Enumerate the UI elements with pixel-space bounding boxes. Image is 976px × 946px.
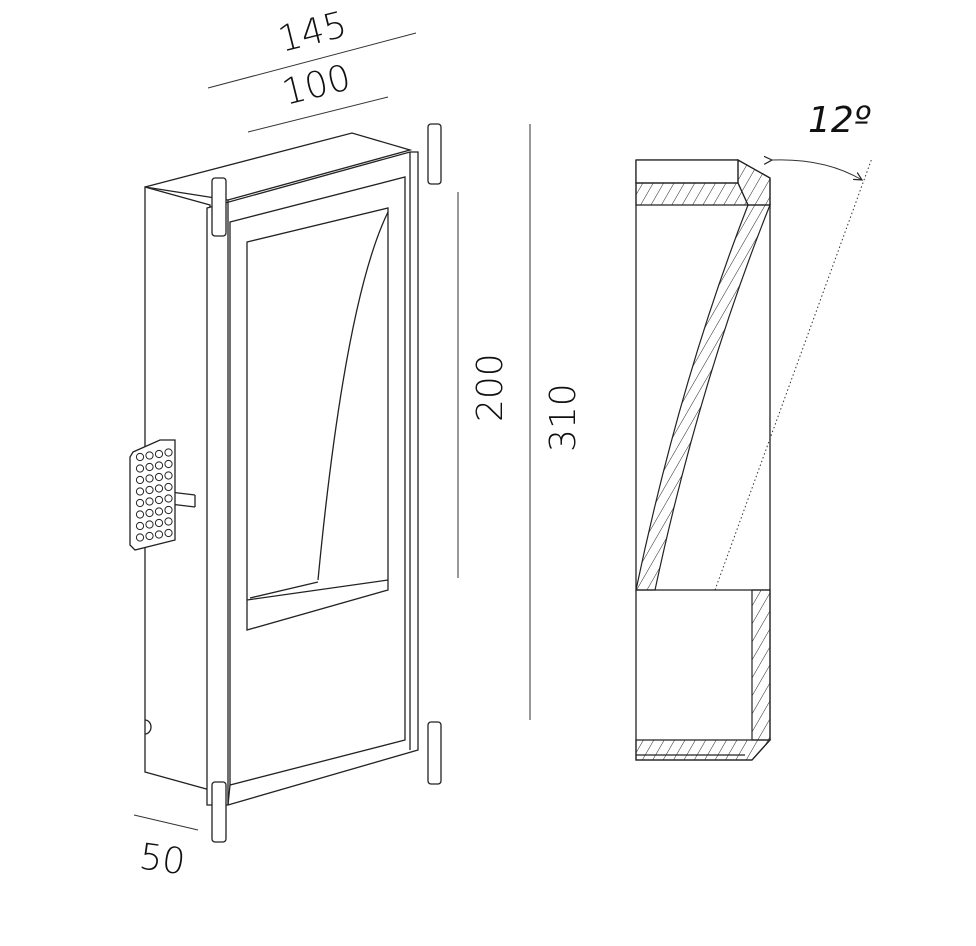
terminal-hole <box>154 530 164 539</box>
section-view <box>635 157 873 761</box>
terminal-hole <box>145 474 154 483</box>
terminal-hole <box>135 521 145 531</box>
terminal-hole <box>145 497 154 506</box>
terminal-hole <box>154 507 164 516</box>
terminal-hole <box>164 448 173 457</box>
terminal-hole <box>164 471 173 480</box>
dimension-label-310: 310 <box>543 383 584 452</box>
terminal-hole <box>164 459 173 469</box>
terminal-hole <box>145 485 154 495</box>
terminal-hole <box>154 495 164 505</box>
terminal-hole <box>145 451 154 460</box>
terminal-hole <box>135 452 145 462</box>
terminal-hole <box>135 487 145 496</box>
terminal-hole <box>135 533 145 542</box>
terminal-hole <box>164 505 173 515</box>
terminal-hole <box>145 462 154 472</box>
dimension-label-100: 100 <box>278 57 355 113</box>
dimension-label-12: 12º <box>808 100 871 141</box>
box-isometric-view <box>129 123 442 843</box>
terminal-hole <box>145 508 154 518</box>
terminal-hole <box>154 484 164 493</box>
terminal-hole <box>135 464 145 473</box>
terminal-hole <box>154 472 164 482</box>
terminal-hole <box>145 531 154 541</box>
dimension-label-50: 50 <box>137 836 188 883</box>
terminal-hole <box>145 520 154 529</box>
terminal-hole <box>154 518 164 528</box>
terminal-hole <box>135 498 145 508</box>
dimension-label-145: 145 <box>274 4 351 60</box>
tilt-reference-line <box>714 157 873 591</box>
dimension-angle-12: 12º <box>772 100 871 180</box>
terminal-hole <box>135 510 145 519</box>
terminal-hole <box>164 528 173 538</box>
terminal-hole <box>135 475 145 485</box>
terminal-holes <box>135 448 173 542</box>
terminal-hole <box>154 449 164 459</box>
terminal-hole <box>164 517 173 526</box>
dimension-100: 100 <box>247 57 389 133</box>
dimension-label-200: 200 <box>470 353 511 422</box>
terminal-hole <box>154 461 164 470</box>
dimension-200: 200 <box>457 192 511 578</box>
terminal-hole <box>164 482 173 492</box>
dimension-50: 50 <box>133 814 199 883</box>
dimension-310: 310 <box>529 124 584 720</box>
terminal-hole <box>164 494 173 503</box>
